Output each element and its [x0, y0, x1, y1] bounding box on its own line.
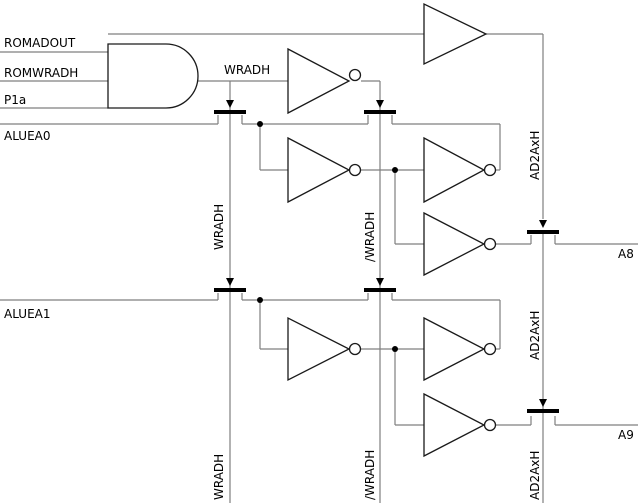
inverter-s1-out — [423, 392, 486, 458]
inverter-s0-a — [287, 136, 351, 204]
label-romadout: ROMADOUT — [4, 36, 76, 50]
labels: ROMADOUT ROMWRADH P1a WRADH ALUEA0 ALUEA… — [4, 36, 634, 500]
label-a9: A9 — [618, 428, 634, 442]
label-p1a: P1a — [4, 93, 26, 107]
junction-dot — [392, 346, 398, 352]
buffer-romadout — [423, 2, 488, 66]
label-wradh-bot: WRADH — [212, 454, 226, 500]
inverter-bubble — [483, 163, 497, 177]
inverter-s0-out — [423, 211, 486, 277]
label-ad2axh-1: AD2AxH — [528, 131, 542, 180]
inverter-bubble — [348, 68, 362, 82]
label-wradh-top: WRADH — [224, 63, 270, 77]
inverter-bubble — [483, 418, 497, 432]
label-aluea0: ALUEA0 — [4, 129, 51, 143]
arrowheads — [226, 100, 547, 407]
inverter-wradh — [287, 47, 351, 115]
junction-dot — [257, 121, 263, 127]
junctions — [257, 121, 398, 352]
arrowhead-nwradh-s0 — [376, 100, 384, 108]
junction-dot — [257, 297, 263, 303]
label-wradh-mid: WRADH — [212, 204, 226, 250]
inverter-s1-a — [287, 316, 351, 382]
inverter-s0-b — [423, 136, 486, 204]
inverter-s1-b — [423, 316, 486, 382]
label-romwradh: ROMWRADH — [4, 66, 78, 80]
inverter-bubble — [348, 163, 362, 177]
label-aluea1: ALUEA1 — [4, 307, 51, 321]
inverter-bubble — [483, 237, 497, 251]
and-gate — [107, 43, 199, 109]
arrowhead-ad2axh-s1 — [539, 399, 547, 407]
inverter-bubble — [483, 342, 497, 356]
arrowhead-nwradh-s1 — [376, 278, 384, 286]
wires — [0, 33, 638, 503]
junction-dot — [392, 167, 398, 173]
arrowhead-wradh-s1 — [226, 278, 234, 286]
gates — [107, 2, 497, 458]
inverter-bubble — [348, 342, 362, 356]
pass-gates — [214, 110, 559, 413]
label-ad2axh-3: AD2AxH — [528, 451, 542, 500]
label-ad2axh-2: AD2AxH — [528, 311, 542, 360]
arrowhead-ad2axh-s0 — [539, 220, 547, 228]
label-a8: A8 — [618, 247, 634, 261]
label-nwradh-bot: /WRADH — [363, 450, 377, 500]
arrowhead-wradh-s0 — [226, 100, 234, 108]
label-nwradh-mid: /WRADH — [363, 212, 377, 262]
